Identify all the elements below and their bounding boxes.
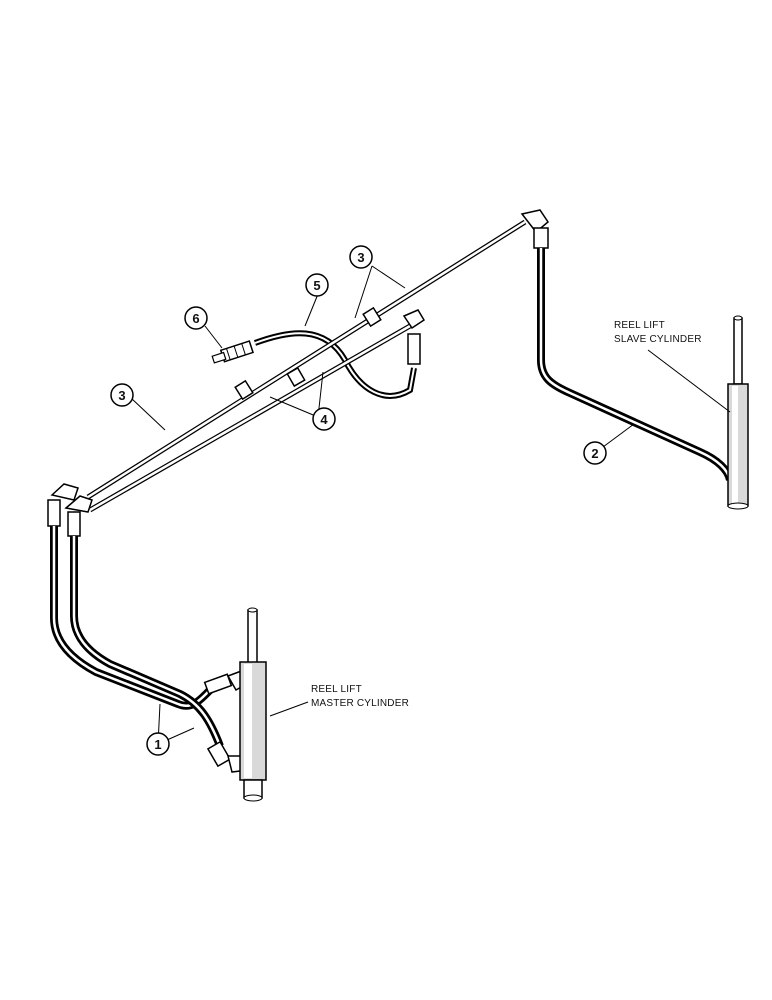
- elbow-fitting: [50, 483, 79, 501]
- leader-lines: [130, 265, 731, 745]
- reel-lift-master-cylinder: [239, 607, 267, 802]
- steel-line-3-upper: [86, 219, 527, 500]
- hose-5-fitting: [407, 333, 421, 365]
- elbow-fitting: [402, 309, 426, 330]
- svg-text:MASTER CYLINDER: MASTER CYLINDER: [311, 698, 409, 709]
- svg-text:REEL LIFT: REEL LIFT: [614, 320, 665, 331]
- svg-text:1: 1: [154, 737, 161, 752]
- callout-3-left: 3: [110, 383, 134, 407]
- steel-line-4: [88, 309, 426, 513]
- svg-text:2: 2: [591, 446, 598, 461]
- elbow-fitting: [520, 209, 549, 234]
- reel-lift-slave-cylinder: [727, 315, 749, 510]
- hose-1: [47, 483, 251, 773]
- callout-6: 6: [184, 306, 208, 330]
- callout-2: 2: [583, 441, 607, 465]
- callout-1: 1: [146, 732, 170, 756]
- quick-coupler-6: [211, 340, 254, 364]
- hose-fitting: [533, 227, 549, 249]
- hose-fitting: [67, 511, 81, 537]
- callout-5: 5: [305, 273, 329, 297]
- slave-cylinder-label: REEL LIFT SLAVE CYLINDER: [614, 320, 702, 345]
- tube-union: [234, 379, 254, 401]
- master-cylinder-body: [239, 661, 267, 781]
- elbow-fitting: [64, 495, 93, 513]
- svg-text:5: 5: [313, 278, 320, 293]
- hose-fitting: [203, 673, 233, 695]
- svg-text:SLAVE CYLINDER: SLAVE CYLINDER: [614, 334, 702, 345]
- slave-cylinder-rod: [733, 317, 743, 385]
- hose-2: [520, 209, 734, 482]
- svg-text:3: 3: [357, 250, 364, 265]
- hose-5: [253, 330, 421, 399]
- svg-text:3: 3: [118, 388, 125, 403]
- svg-text:4: 4: [320, 412, 328, 427]
- master-cylinder-label: REEL LIFT MASTER CYLINDER: [311, 684, 409, 709]
- callout-3-upper: 3: [349, 245, 373, 269]
- svg-text:6: 6: [192, 311, 199, 326]
- svg-text:REEL LIFT: REEL LIFT: [311, 684, 362, 695]
- hose-fitting: [47, 499, 61, 527]
- callout-4: 4: [312, 407, 336, 431]
- master-cylinder-rod: [247, 609, 258, 667]
- tube-union: [362, 306, 382, 328]
- hose-fitting: [206, 740, 232, 768]
- tube-union: [286, 366, 306, 388]
